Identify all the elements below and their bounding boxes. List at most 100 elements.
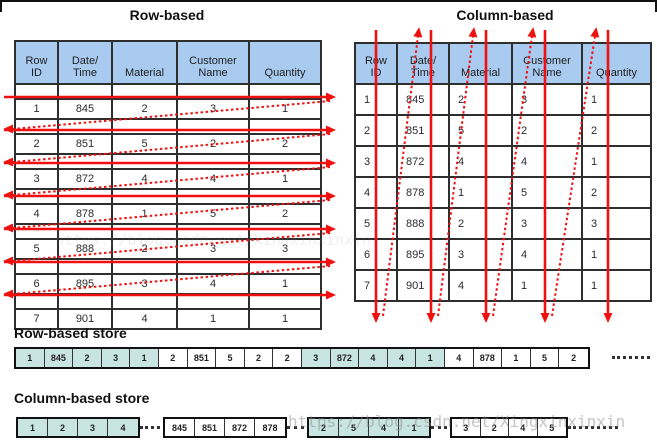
- top-left-corner-tick: [0, 0, 2, 12]
- spacer-cell: [111, 223, 178, 240]
- table-cell: 5: [176, 203, 250, 225]
- store-cell: 872: [330, 349, 360, 367]
- spacer-cell: [248, 118, 322, 135]
- table-cell: 895: [396, 238, 450, 271]
- table-cell: 888: [57, 238, 113, 260]
- column-store-continuation-dots: [287, 426, 304, 429]
- spacer-cell: [248, 153, 322, 170]
- table-cell: 878: [57, 203, 113, 225]
- column-header: Customer Name: [176, 40, 250, 85]
- table-cell: 2: [111, 238, 178, 260]
- store-cell: 4: [509, 419, 538, 436]
- table-cell: 1: [354, 83, 398, 116]
- table-cell: 3: [14, 168, 59, 190]
- spacer-cell: [57, 293, 113, 310]
- table-cell: 888: [396, 207, 450, 240]
- row-store-continuation-dots: [612, 356, 650, 359]
- store-cell: 4: [444, 349, 474, 367]
- spacer-cell: [111, 118, 178, 135]
- store-cell: 3: [452, 419, 481, 436]
- store-cell: 3: [101, 349, 131, 367]
- store-cell: 5: [339, 419, 369, 436]
- store-cell: 851: [195, 419, 225, 436]
- store-cell: 2: [244, 349, 274, 367]
- table-cell: 7: [14, 308, 59, 330]
- table-cell: 4: [511, 145, 583, 178]
- table-cell: 845: [57, 98, 113, 120]
- table-cell: 7: [354, 269, 398, 302]
- spacer-cell: [248, 258, 322, 275]
- column-based-title: Column-based: [456, 7, 554, 23]
- spacer-cell: [176, 83, 250, 100]
- table-cell: 901: [396, 269, 450, 302]
- store-cell: 4: [369, 419, 399, 436]
- store-cell: 845: [165, 419, 195, 436]
- store-cell: 3: [78, 419, 108, 436]
- spacer-cell: [57, 258, 113, 275]
- table-cell: 3: [176, 98, 250, 120]
- table-cell: 4: [111, 308, 178, 330]
- column-header: Material: [448, 42, 513, 85]
- table-cell: 5: [354, 207, 398, 240]
- store-cell: 4: [359, 349, 388, 367]
- spacer-cell: [111, 293, 178, 310]
- table-cell: 3: [111, 273, 178, 295]
- table-cell: 1: [14, 98, 59, 120]
- top-border-line: [0, 0, 657, 2]
- store-cell: 5: [537, 419, 566, 436]
- store-cell: 878: [473, 349, 503, 367]
- table-cell: 4: [176, 273, 250, 295]
- column-store-continuation-dots: [568, 426, 618, 429]
- spacer-cell: [14, 83, 59, 100]
- spacer-cell: [176, 153, 250, 170]
- column-header: Material: [111, 40, 178, 85]
- table-cell: 1: [511, 269, 583, 302]
- store-cell: 872: [225, 419, 255, 436]
- row-based-title: Row-based: [129, 7, 205, 23]
- table-cell: 872: [57, 168, 113, 190]
- table-cell: 4: [14, 203, 59, 225]
- table-cell: 1: [448, 176, 513, 209]
- store-cell: 2: [480, 419, 509, 436]
- table-cell: 5: [111, 133, 178, 155]
- table-cell: 3: [511, 207, 583, 240]
- table-cell: 872: [396, 145, 450, 178]
- store-cell: 1: [130, 349, 159, 367]
- spacer-cell: [57, 83, 113, 100]
- table-cell: 2: [248, 133, 322, 155]
- table-cell: 6: [14, 273, 59, 295]
- column-header: Row ID: [354, 42, 398, 85]
- store-cell: 1: [502, 349, 531, 367]
- store-cell: 1: [18, 419, 48, 436]
- spacer-cell: [111, 153, 178, 170]
- store-cell: 5: [216, 349, 245, 367]
- table-cell: 2: [581, 114, 652, 147]
- store-cell: 845: [44, 349, 74, 367]
- table-cell: 4: [354, 176, 398, 209]
- spacer-cell: [176, 293, 250, 310]
- column-header: Date/ Time: [396, 42, 450, 85]
- table-cell: 3: [248, 238, 322, 260]
- spacer-cell: [176, 258, 250, 275]
- table-cell: 851: [57, 133, 113, 155]
- column-header: Quantity: [248, 40, 322, 85]
- table-cell: 1: [581, 83, 652, 116]
- spacer-cell: [176, 118, 250, 135]
- spacer-cell: [248, 83, 322, 100]
- table-cell: 851: [396, 114, 450, 147]
- table-cell: 2: [448, 83, 513, 116]
- spacer-cell: [176, 223, 250, 240]
- column-store-continuation-dots: [140, 426, 160, 429]
- store-cell: 851: [187, 349, 217, 367]
- table-cell: 2: [448, 207, 513, 240]
- table-cell: 4: [511, 238, 583, 271]
